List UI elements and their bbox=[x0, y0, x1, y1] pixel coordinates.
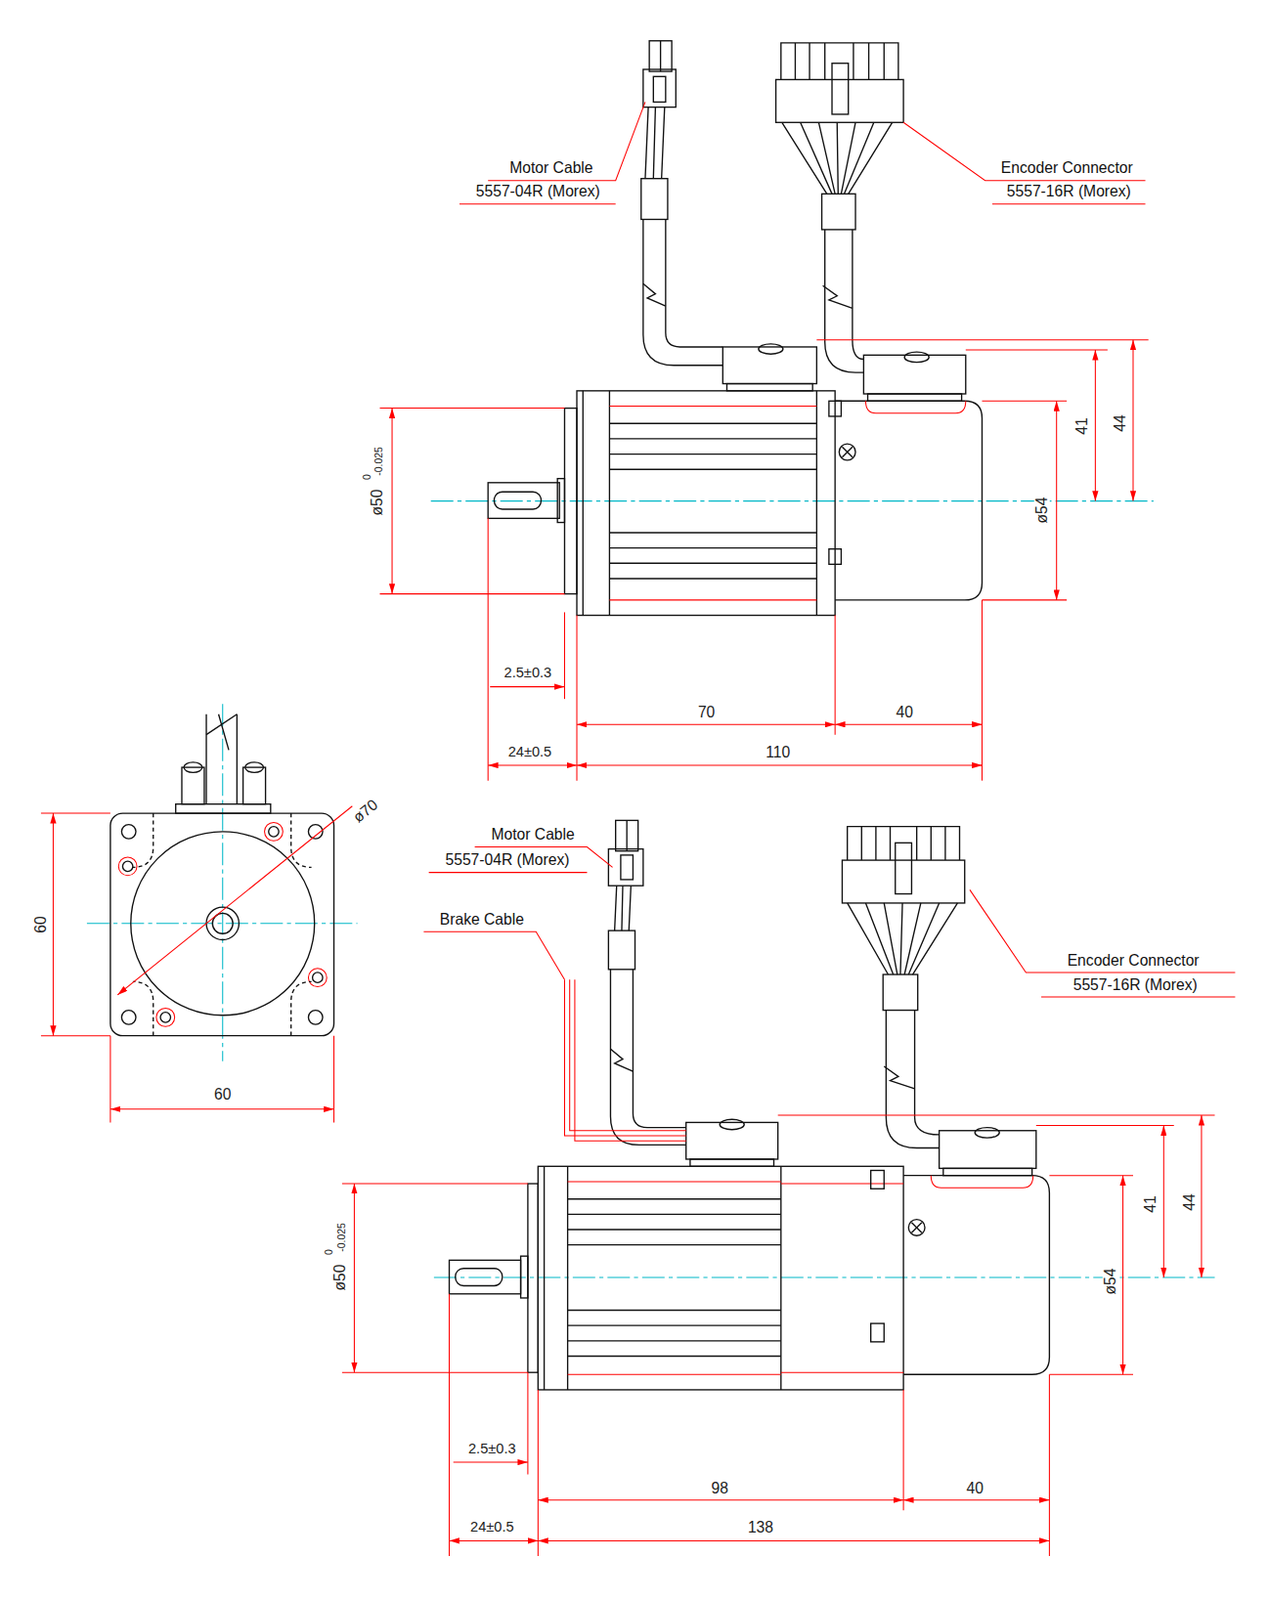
dimension-text: 70 bbox=[696, 704, 717, 721]
tolerance-text: -0.025 bbox=[374, 444, 386, 479]
dimension-text: ø54 bbox=[1102, 1266, 1119, 1297]
tolerance-text: -0.025 bbox=[336, 1221, 348, 1255]
top-view bbox=[380, 41, 1154, 782]
callout-label: 5557-04R (Morex) bbox=[474, 183, 603, 200]
dimension-text: 41 bbox=[1142, 1193, 1159, 1215]
tolerance-text: 0 bbox=[361, 472, 373, 482]
dimension-text: 60 bbox=[212, 1087, 233, 1103]
dimension-text: 98 bbox=[708, 1480, 730, 1496]
brake-view bbox=[342, 820, 1236, 1557]
callout-label: Motor Cable bbox=[488, 827, 576, 843]
dimension-text: 24±0.5 bbox=[468, 1521, 517, 1536]
dimension-text: 40 bbox=[893, 704, 915, 721]
dimension-text: ø70 bbox=[349, 795, 383, 828]
callout-label: 5557-16R (Morex) bbox=[1005, 183, 1134, 200]
callout-label: Motor Cable bbox=[507, 160, 595, 176]
dimension-text: 2.5±0.3 bbox=[466, 1442, 519, 1457]
callout-label: 5557-16R (Morex) bbox=[1071, 976, 1200, 993]
tolerance-text: 0 bbox=[324, 1247, 336, 1258]
dimension-text: ø54 bbox=[1034, 495, 1051, 526]
front-view bbox=[41, 703, 358, 1123]
dimension-text: 2.5±0.3 bbox=[502, 666, 555, 682]
dimension-text: 40 bbox=[964, 1480, 986, 1496]
dimension-text: 44 bbox=[1111, 413, 1128, 435]
callout-label: 5557-04R (Morex) bbox=[442, 852, 571, 869]
dimension-text: 138 bbox=[745, 1520, 776, 1536]
callout-label: Brake Cable bbox=[437, 912, 526, 928]
callout-label: Encoder Connector bbox=[1065, 952, 1202, 968]
dimension-text: 60 bbox=[33, 914, 49, 935]
dimension-text: ø50 bbox=[369, 486, 386, 518]
callout-label: Encoder Connector bbox=[999, 160, 1136, 176]
dimension-text: 41 bbox=[1074, 416, 1091, 438]
dimension-text: 110 bbox=[763, 743, 792, 760]
dimension-text: 44 bbox=[1181, 1191, 1197, 1213]
dimension-text: ø50 bbox=[332, 1263, 349, 1294]
dimension-text: 24±0.5 bbox=[506, 744, 555, 760]
